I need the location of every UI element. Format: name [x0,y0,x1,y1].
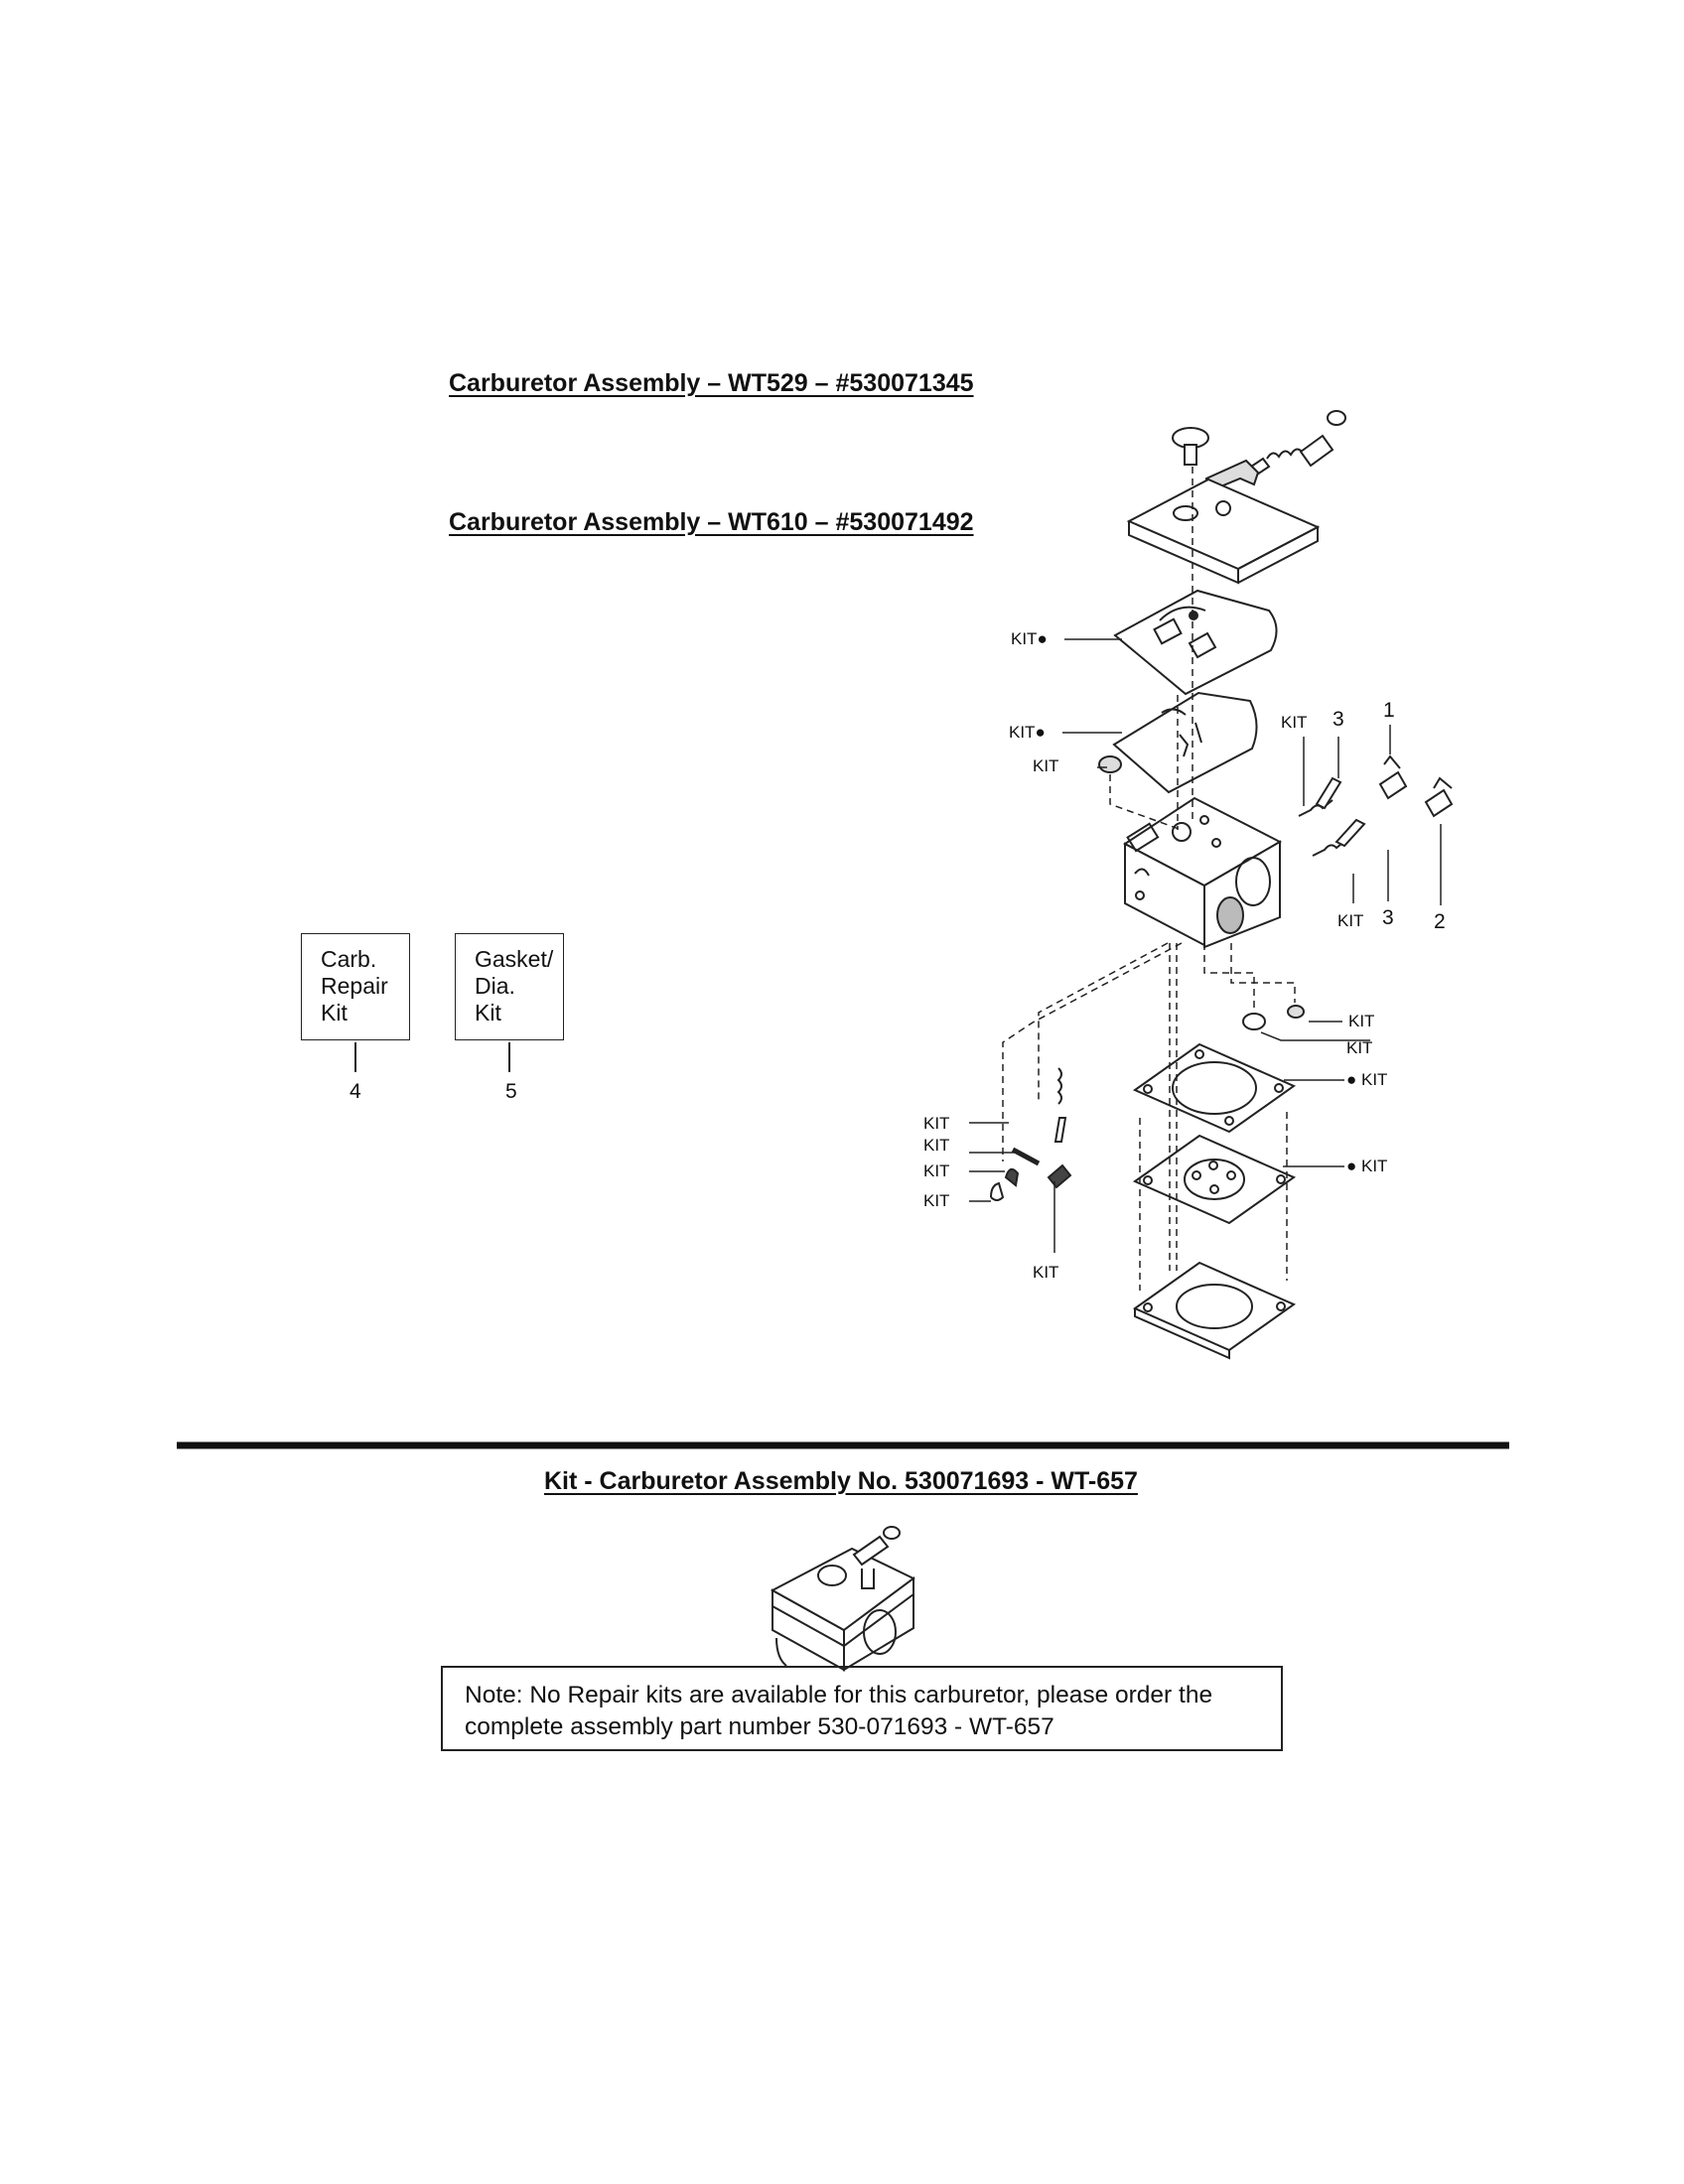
carb-repair-kit-number: 4 [350,1080,361,1103]
callout-number-3-bottom: 3 [1382,906,1394,929]
heading-wt657: Kit - Carburetor Assembly No. 530071693 … [544,1467,1138,1495]
callout-kit-needle-top: KIT [1281,713,1308,732]
callout-kit-lower-1: KIT [923,1114,950,1133]
callout-kit-cap: KIT [1033,756,1059,775]
callout-kit-inlet-2: KIT [1346,1038,1373,1057]
callout-kit-lower-2: KIT [923,1136,950,1155]
carb-repair-kit-line-1: Carb. [321,946,377,972]
gasket-dia-kit-number: 5 [505,1080,517,1103]
callout-kit-diaphragm: ● KIT [1346,1157,1388,1175]
callout-kit-dot-2: KIT● [1009,723,1046,742]
gasket-dia-kit-line-1: Gasket/ [475,946,554,972]
callout-kit-lower-3: KIT [923,1161,950,1180]
callout-kit-needle-lower: KIT [1033,1263,1059,1282]
gasket-dia-kit-line-2: Dia. [475,973,515,999]
callout-kit-needle-bottom: KIT [1337,911,1364,930]
carb-repair-kit-line-2: Repair [321,973,388,999]
carb-repair-kit-box: Carb. Repair Kit [301,933,410,1040]
gasket-dia-kit-line-3: Kit [475,1000,501,1025]
callout-number-3-top: 3 [1333,708,1344,731]
callout-kit-dot-1: KIT● [1011,629,1048,648]
carb-repair-kit-line-3: Kit [321,1000,348,1025]
note-line-2: complete assembly part number 530-071693… [465,1713,1054,1740]
heading-wt610: Carburetor Assembly – WT610 – #530071492 [449,508,974,536]
callout-kit-gasket: ● KIT [1346,1070,1388,1089]
callout-number-1: 1 [1383,699,1395,722]
note-line-1: Note: No Repair kits are available for t… [465,1682,1213,1708]
wt657-carburetor-image [770,1526,915,1672]
callout-number-2: 2 [1434,910,1446,933]
no-repair-kits-note: Note: No Repair kits are available for t… [441,1666,1283,1751]
heading-wt529: Carburetor Assembly – WT529 – #530071345 [449,369,974,397]
gasket-dia-kit-box: Gasket/ Dia. Kit [455,933,564,1040]
callout-kit-inlet-1: KIT [1348,1012,1375,1030]
callout-kit-lower-4: KIT [923,1191,950,1210]
